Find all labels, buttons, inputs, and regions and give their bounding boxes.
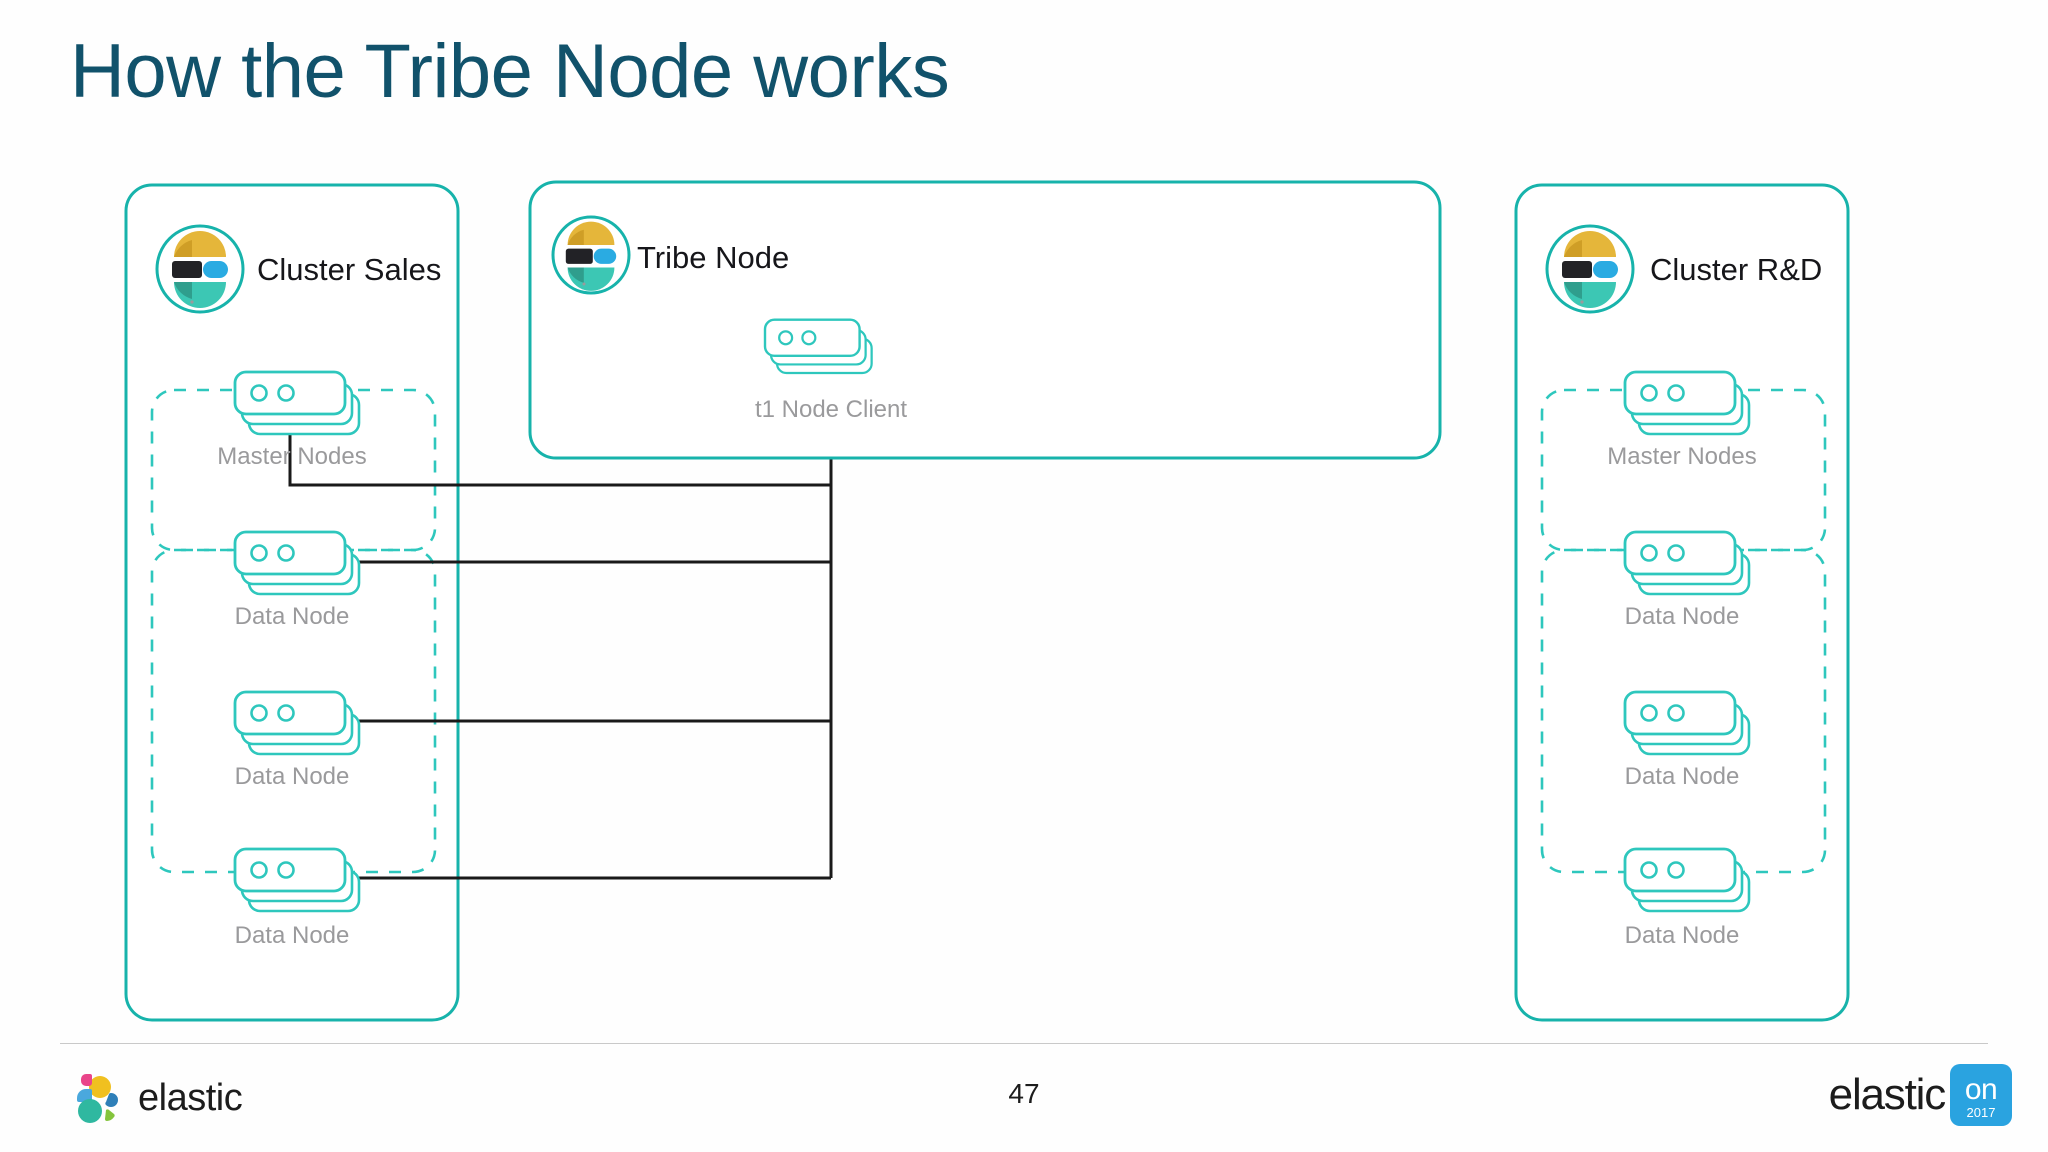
cluster-sales-node-label-1: Data Node [234, 603, 350, 630]
elasticon-badge-on: on [1964, 1073, 1998, 1106]
cluster-rnd-box [1514, 183, 1850, 1022]
cluster-rnd-node-data-2-icon [1623, 690, 1751, 756]
elasticon-brand: elastic on 2017 [1829, 1064, 2012, 1126]
cluster-sales-node-master-icon [233, 370, 361, 436]
cluster-sales-node-data-3-icon [233, 847, 361, 913]
elasticon-wordmark: elastic [1828, 1070, 1947, 1119]
cluster-rnd-node-label-3: Data Node [1624, 922, 1740, 949]
cluster-sales-node-label-0: Master Nodes [217, 443, 367, 470]
cluster-sales-node-label-2: Data Node [234, 763, 350, 790]
cluster-rnd-node-label-1: Data Node [1624, 603, 1740, 630]
cluster-sales-node-data-1-icon [233, 530, 361, 596]
cluster-rnd-node-label-2: Data Node [1624, 763, 1740, 790]
cluster-sales-node-data-2-icon [233, 690, 361, 756]
elastic-brand: elastic [72, 1072, 243, 1124]
tribe-node-logo-icon [551, 215, 631, 295]
elasticon-badge-year: 2017 [1966, 1105, 1996, 1120]
page-title: How the Tribe Node works [70, 29, 950, 114]
cluster-rnd-node-label-0: Master Nodes [1607, 443, 1757, 470]
elastic-cluster-logo-icon [77, 1074, 118, 1123]
cluster-rnd-node-master-icon [1623, 370, 1751, 436]
page-number: 47 [1008, 1078, 1040, 1109]
cluster-rnd-title: Cluster R&D [1650, 252, 1823, 287]
tribe-node-box [528, 180, 1442, 460]
footer-divider [60, 1043, 1988, 1044]
cluster-rnd-logo-icon [1545, 224, 1635, 314]
cluster-rnd-node-data-3-icon [1623, 847, 1751, 913]
tribe-t1-node-icon [763, 318, 873, 375]
tribe-t1-node-label: t1 Node Client [754, 396, 908, 423]
tribe-node-title: Tribe Node [637, 240, 790, 275]
cluster-sales-connectors [288, 345, 833, 880]
cluster-sales-logo-icon [155, 224, 245, 314]
cluster-rnd-node-data-1-icon [1623, 530, 1751, 596]
cluster-sales-node-label-3: Data Node [234, 922, 350, 949]
cluster-sales-title: Cluster Sales [257, 252, 442, 287]
elasticon-badge: on 2017 [1950, 1064, 2012, 1126]
elastic-wordmark: elastic [138, 1076, 243, 1119]
cluster-sales-box [124, 183, 460, 1022]
